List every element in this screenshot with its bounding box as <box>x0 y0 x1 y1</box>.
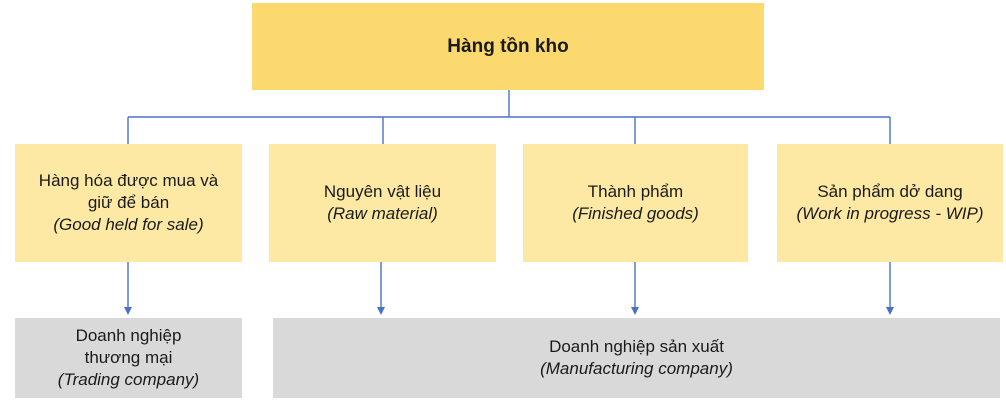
category-label-en: (Work in progress - WIP) <box>796 204 984 223</box>
root-node-inventory: Hàng tồn kho <box>252 3 764 90</box>
organization-manufacturing-company: Doanh nghiệp sản xuất (Manufacturing com… <box>273 318 1000 398</box>
category-label-en: (Raw material) <box>327 204 438 223</box>
category-raw-material: Nguyên vật liệu (Raw material) <box>269 144 496 262</box>
organization-label-vi: Doanh nghiệp thương mại <box>75 326 182 367</box>
category-finished-goods: Thành phẩm (Finished goods) <box>523 144 748 262</box>
category-goods-held-for-sale: Hàng hóa được mua và giữ để bán (Good he… <box>15 144 242 262</box>
category-label-vi: Hàng hóa được mua và giữ để bán <box>38 171 219 212</box>
category-work-in-progress: Sản phẩm dở dang (Work in progress - WIP… <box>777 144 1003 262</box>
organization-label-en: (Manufacturing company) <box>540 359 733 378</box>
root-title: Hàng tồn kho <box>447 35 569 57</box>
organization-label-vi: Doanh nghiệp sản xuất <box>549 337 724 356</box>
category-label-vi: Sản phẩm dở dang <box>817 182 963 201</box>
category-label-en: (Good held for sale) <box>53 215 204 234</box>
category-label-vi: Thành phẩm <box>587 182 684 201</box>
organization-trading-company: Doanh nghiệp thương mại (Trading company… <box>15 318 242 398</box>
category-label-en: (Finished goods) <box>572 204 699 223</box>
organization-label-en: (Trading company) <box>57 370 200 389</box>
category-label-vi: Nguyên vật liệu <box>323 182 442 201</box>
